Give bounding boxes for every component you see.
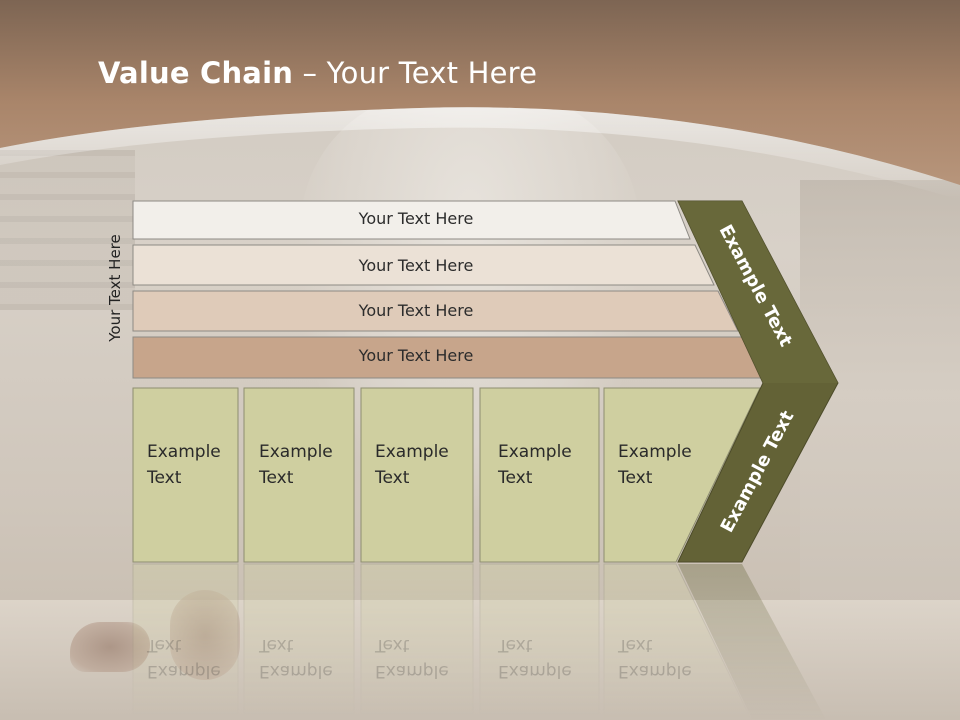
primary-box-4-label: Example Text (498, 442, 572, 488)
page-title: Value Chain – Your Text Here (98, 56, 537, 90)
header-band (0, 0, 960, 200)
support-row-2 (132, 244, 715, 286)
primary-box-3 (360, 387, 474, 563)
primary-box-3-label: Example Text (375, 442, 449, 488)
title-strong: Value Chain (98, 56, 294, 90)
reflection-label-3: Example Text (375, 635, 449, 681)
primary-box-4 (479, 387, 600, 563)
support-row-3 (132, 290, 739, 332)
reflection-label-1: Example Text (147, 635, 221, 681)
primary-box-5-label: Example Text (618, 442, 692, 488)
diagram-reflection (132, 563, 827, 720)
reflection-label-5: Example Text (618, 635, 692, 681)
header-shape (0, 0, 960, 185)
primary-box-2-label: Example Text (259, 442, 333, 488)
reflection-label-2: Example Text (259, 635, 333, 681)
title-rest: – Your Text Here (293, 56, 538, 90)
primary-box-2 (243, 387, 355, 563)
margin-chevron-highlight (678, 201, 838, 383)
support-row-2-label: Your Text Here (358, 256, 474, 275)
primary-box-1-label: Example Text (147, 442, 221, 488)
support-row-3-label: Your Text Here (358, 301, 474, 320)
support-row-4-label: Your Text Here (358, 346, 474, 365)
background-shelf (0, 150, 135, 310)
primary-box-5 (603, 387, 761, 563)
reflection-label-4: Example Text (498, 635, 572, 681)
primary-box-1 (132, 387, 239, 563)
support-row-1 (132, 200, 691, 240)
support-row-1-label: Your Text Here (358, 209, 474, 228)
header-arc-highlight (0, 107, 960, 200)
